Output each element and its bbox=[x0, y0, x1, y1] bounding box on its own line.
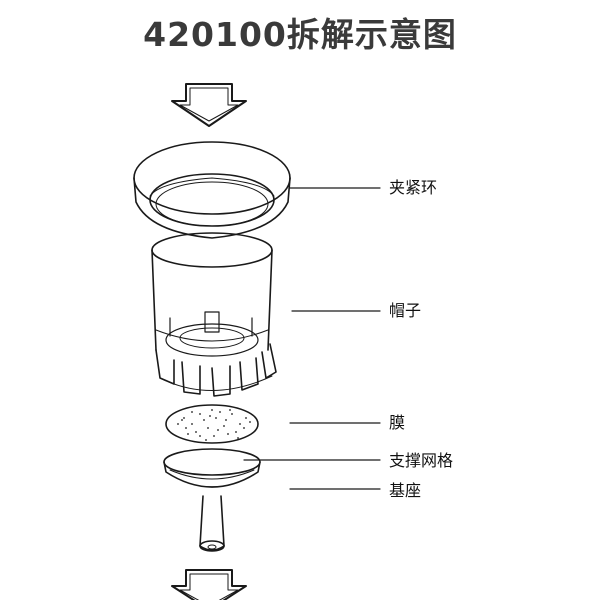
flow-arrow-in bbox=[171, 83, 247, 127]
label-membrane: 膜 bbox=[389, 413, 406, 432]
base-part bbox=[163, 448, 261, 552]
label-support-grid: 支撑网格 bbox=[389, 451, 454, 470]
label-clamp-ring: 夹紧环 bbox=[389, 178, 438, 197]
membrane-part bbox=[165, 404, 259, 444]
label-base: 基座 bbox=[389, 481, 422, 500]
cap-part bbox=[151, 232, 277, 397]
page-title: 420100拆解示意图 bbox=[143, 15, 457, 54]
clamp-ring-part bbox=[133, 141, 291, 239]
flow-arrow-out bbox=[171, 569, 247, 600]
label-cap: 帽子 bbox=[389, 301, 422, 320]
